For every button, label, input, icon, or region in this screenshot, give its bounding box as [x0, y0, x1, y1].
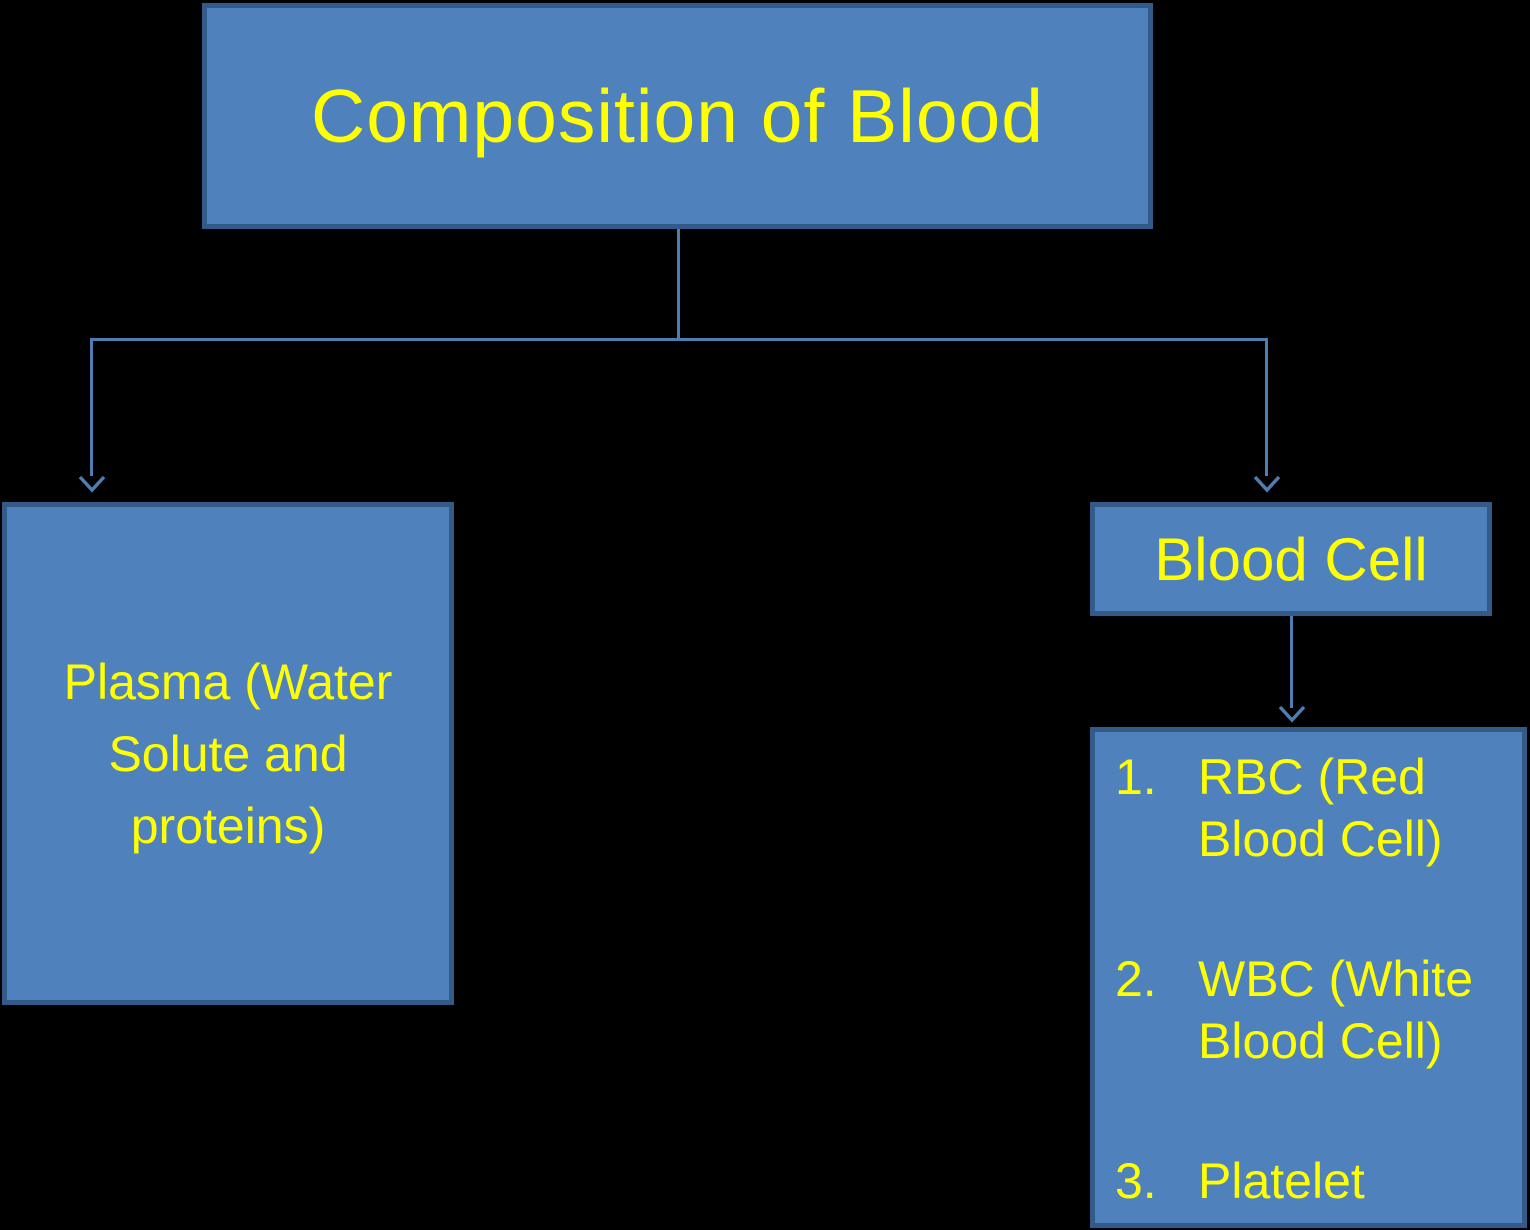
connector-to-plasma	[90, 338, 93, 476]
list-item-platelet: 3. Platelet	[1115, 1150, 1522, 1212]
list-item-label: RBC (Red Blood Cell)	[1198, 749, 1443, 867]
node-plasma: Plasma (Water Solute and proteins)	[2, 502, 454, 1005]
arrow-down-icon	[1253, 475, 1281, 493]
connector-title-stem	[677, 229, 680, 340]
node-plasma-label: Plasma (Water Solute and proteins)	[63, 653, 393, 854]
connector-horizontal-rail	[90, 338, 1267, 341]
arrow-down-icon	[78, 475, 106, 493]
list-item-number: 3.	[1115, 1153, 1157, 1209]
arrow-down-icon	[1278, 705, 1306, 723]
node-blood-cell-label: Blood Cell	[1154, 525, 1428, 593]
list-item-label: WBC (White Blood Cell)	[1198, 951, 1473, 1069]
node-composition-of-blood-label: Composition of Blood	[311, 74, 1044, 158]
list-item-rbc: 1. RBC (Red Blood Cell)	[1115, 746, 1522, 870]
node-composition-of-blood: Composition of Blood	[202, 3, 1153, 229]
node-blood-cell: Blood Cell	[1090, 502, 1492, 616]
node-blood-cell-types: 1. RBC (Red Blood Cell) 2. WBC (White Bl…	[1090, 727, 1527, 1228]
connector-to-blood-cell-types	[1290, 616, 1293, 708]
list-item-wbc: 2. WBC (White Blood Cell)	[1115, 948, 1522, 1072]
connector-to-blood-cell	[1265, 338, 1268, 476]
list-item-number: 1.	[1115, 749, 1157, 805]
list-item-number: 2.	[1115, 951, 1157, 1007]
list-item-label: Platelet	[1198, 1153, 1365, 1209]
